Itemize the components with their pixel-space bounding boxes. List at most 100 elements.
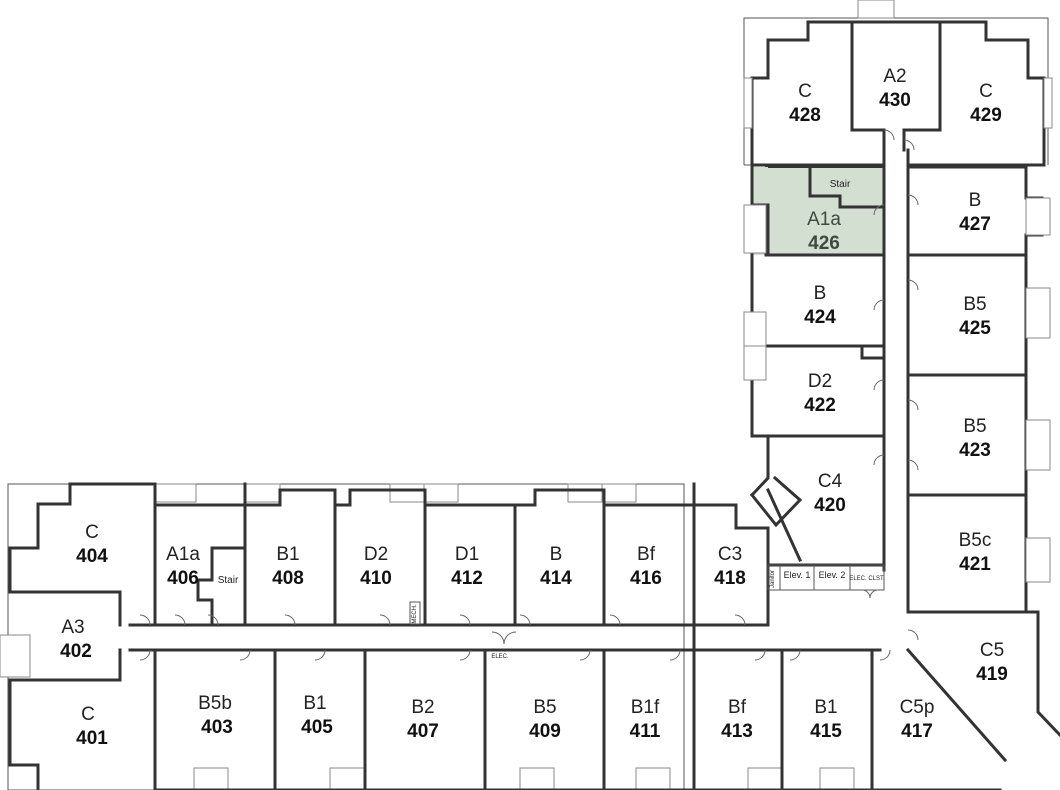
elec-label: ELEC. <box>491 654 509 660</box>
room-number: 418 <box>714 568 746 589</box>
room-type: A1a <box>166 544 200 565</box>
room-type: B1 <box>276 544 299 565</box>
room-type: B1 <box>303 693 326 714</box>
room-type: B <box>814 283 827 304</box>
room-number: 415 <box>810 721 842 742</box>
room-number: 417 <box>901 721 933 742</box>
stair-label-406: Stair <box>218 575 239 586</box>
room-number: 416 <box>630 568 662 589</box>
room-type: B1f <box>631 697 660 718</box>
room-number: 405 <box>301 717 333 738</box>
room-type: A2 <box>883 66 906 87</box>
unit-428[interactable]: C 428 <box>789 81 821 126</box>
room-type: B5 <box>963 416 986 437</box>
room-number: 423 <box>959 440 991 461</box>
room-type: B5b <box>198 693 232 714</box>
room-type: Bf <box>728 697 747 718</box>
room-type: C <box>85 522 99 543</box>
room-number: 429 <box>970 105 1002 126</box>
room-type: Bf <box>637 544 656 565</box>
room-type: B5 <box>963 294 986 315</box>
room-type: B2 <box>411 697 434 718</box>
room-type: C <box>979 81 993 102</box>
room-type: D2 <box>364 544 388 565</box>
room-type: D1 <box>455 544 479 565</box>
unit-416[interactable]: Bf 416 <box>630 544 662 589</box>
service-labels: Stair Stair Elev. 1 Elev. 2 ELEC. CLST. … <box>218 179 885 660</box>
room-type: B5c <box>959 530 992 551</box>
room-number: 406 <box>167 568 199 589</box>
room-type: C4 <box>818 471 843 492</box>
doors <box>139 129 919 661</box>
stair-label-top: Stair <box>830 179 851 190</box>
room-number: 409 <box>529 721 561 742</box>
room-number: 412 <box>451 568 483 589</box>
unit-413[interactable]: Bf 413 <box>721 697 753 742</box>
room-type: B <box>969 190 982 211</box>
room-type: C5p <box>900 697 935 718</box>
room-number: 419 <box>976 664 1008 685</box>
room-number: 404 <box>76 546 108 567</box>
unit-426-highlight[interactable] <box>765 166 885 256</box>
room-number: 421 <box>959 554 991 575</box>
room-type: C <box>798 81 812 102</box>
room-number: 426 <box>808 233 840 254</box>
room-number: 422 <box>804 395 836 416</box>
room-number: 407 <box>407 721 439 742</box>
room-number: 401 <box>76 728 108 749</box>
elevator-1-label: Elev. 1 <box>784 570 811 580</box>
room-number: 411 <box>630 721 661 742</box>
room-number: 428 <box>789 105 821 126</box>
room-number: 427 <box>959 214 991 235</box>
room-type: C5 <box>980 640 1004 661</box>
room-type: A3 <box>61 617 84 638</box>
room-type: C3 <box>718 544 742 565</box>
unit-427[interactable]: B 427 <box>959 190 991 235</box>
room-number: 403 <box>201 717 233 738</box>
room-number: 408 <box>272 568 304 589</box>
elevator-2-label: Elev. 2 <box>819 570 846 580</box>
elec-door-2 <box>869 589 879 599</box>
room-number: 413 <box>721 721 753 742</box>
room-number: 410 <box>360 568 392 589</box>
room-type: B <box>550 544 563 565</box>
unit-404[interactable]: C 404 <box>76 522 108 567</box>
room-number: 402 <box>60 641 92 662</box>
room-number: 425 <box>959 318 991 339</box>
unit-424[interactable]: B 424 <box>804 283 836 328</box>
elec-door <box>861 589 871 599</box>
room-type: D2 <box>808 371 832 392</box>
unit-429[interactable]: C 429 <box>970 81 1002 126</box>
south-wing-walls <box>8 475 1002 790</box>
room-type: A1a <box>807 209 841 230</box>
elec-closet-label: ELEC. CLST. <box>849 576 885 582</box>
room-number: 420 <box>814 495 846 516</box>
room-number: 424 <box>804 307 836 328</box>
